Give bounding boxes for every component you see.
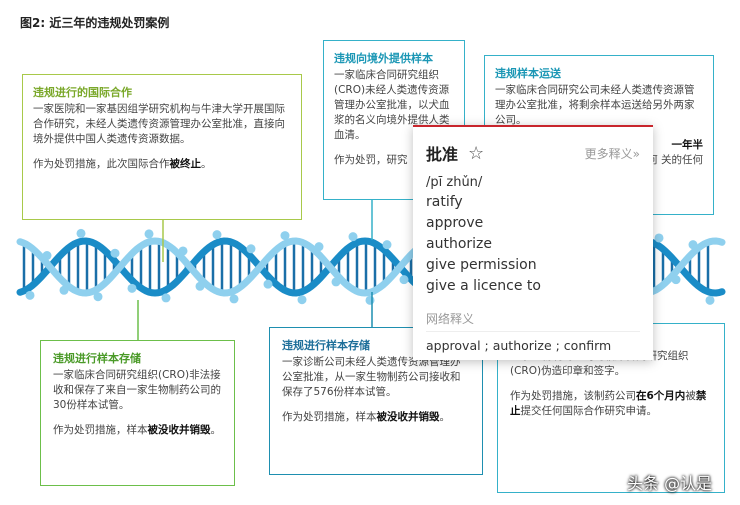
helix-dot [314,242,324,252]
helix-dot [654,233,664,243]
helix-dot [229,294,239,304]
definition-item: ratify [426,194,463,210]
helix-dot [25,290,35,300]
case-title: 违规向境外提供样本 [334,52,433,65]
more-definitions-link[interactable]: 更多释义» [584,146,640,161]
helix-dot [331,277,341,287]
case-penalty: 作为处罚措施，该制药公司在6个月内被禁止提交任何国际合作研究申请。 [510,390,707,417]
helix-dot [161,293,171,303]
helix-dot [93,292,103,302]
popup-net-label: 网络释义 [426,310,640,332]
definition-item: authorize [426,236,492,252]
definition-item: approve [426,215,484,231]
helix-dot [42,251,52,261]
case-title: 违规样本运送 [495,67,561,80]
case-box-international-cooperation: 违规进行的国际合作 一家医院和一家基因组学研究机构与牛津大学开展国际合作研究，未… [22,74,302,220]
case-title: 违规进行的国际合作 [33,86,132,99]
popup-word: 批准 [426,145,459,164]
case-penalty: 作为处罚，研究 [334,154,408,166]
helix-dot [382,240,392,250]
helix-dot [688,240,698,250]
popup-definitions: ratify approve authorize give permission… [426,192,640,297]
helix-dot [76,228,86,238]
definition-item: give a licence to [426,278,541,294]
popup-net-definition: approval ; authorize ; confirm [426,338,612,353]
helix-dot [178,246,188,256]
case-title: 违规进行样本存储 [53,352,141,365]
case-penalty: 作为处罚措施，样本被没收并销毁。 [53,424,221,436]
star-icon[interactable]: ☆ [468,142,485,164]
case-title: 违规进行样本存储 [282,339,370,352]
case-penalty: 作为处罚措施，样本被没收并销毁。 [282,411,450,423]
helix-dot [280,231,290,241]
helix-dot [365,295,375,305]
case-box-sample-storage-a: 违规进行样本存储 一家临床合同研究组织(CRO)非法接收和保存了来自一家生物制药… [40,340,235,486]
dictionary-popup[interactable]: 批准 ☆ 更多释义» /pī zhǔn/ ratify approve auth… [413,125,653,360]
case-body: 一家临床合同研究组织(CRO)未经人类遗传资源管理办公室批准，以犬血浆的名义向境… [334,69,450,141]
helix-dot [195,281,205,291]
watermark: 头条 @认是 [627,474,713,493]
helix-dot [263,279,273,289]
helix-dot [144,229,154,239]
case-body: 一家临床合同研究组织(CRO)非法接收和保存了来自一家生物制药公司的30份样本试… [53,369,221,411]
helix-dot [110,248,120,258]
case-penalty: 一年半任何 关的任何 [636,139,703,166]
helix-dot [348,232,358,242]
popup-phonetic: /pī zhǔn/ [426,175,483,190]
helix-dot [212,230,222,240]
definition-item: give permission [426,257,537,273]
figure-title: 图2: 近三年的违规处罚案例 [20,16,170,30]
popup-header: 批准 ☆ 更多释义» [426,141,640,165]
helix-dot [297,295,307,305]
helix-dot [705,295,715,305]
helix-dot [246,244,256,254]
helix-dot [399,275,409,285]
helix-dot [59,285,69,295]
helix-dot [671,275,681,285]
case-body: 一家临床合同研究公司未经人类遗传资源管理办公室批准，将剩余样本运送给另外两家公司… [495,84,695,126]
case-body: 一家诊断公司未经人类遗传资源管理办公室批准，从一家生物制药公司接收和保存了576… [282,356,461,398]
case-body: 一家医院和一家基因组学研究机构与牛津大学开展国际合作研究，未经人类遗传资源管理办… [33,103,285,145]
case-penalty: 作为处罚措施，此次国际合作被终止。 [33,158,212,170]
helix-dot [127,283,137,293]
